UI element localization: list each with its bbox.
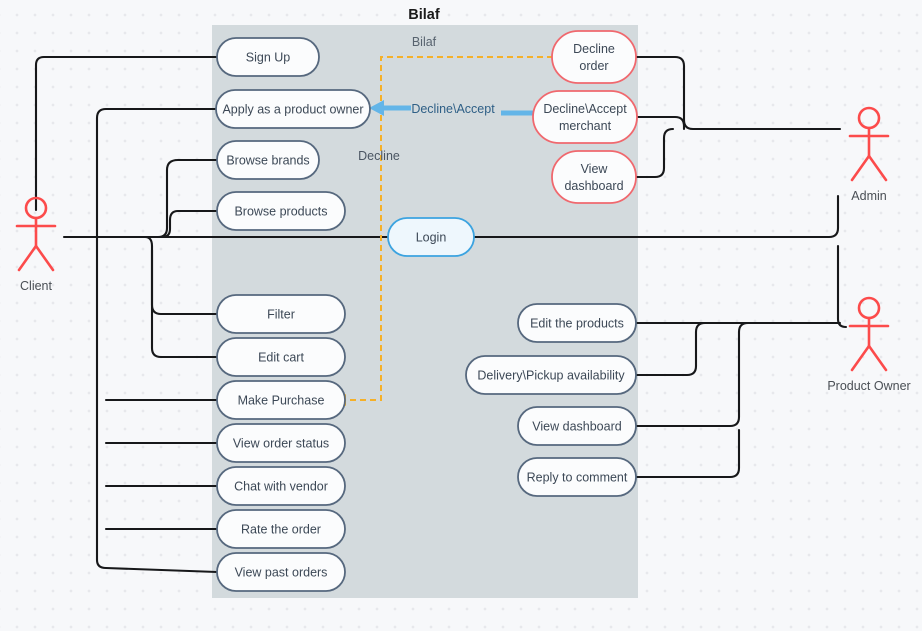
use-case-label: Delivery\Pickup availability <box>477 369 625 383</box>
use-case-shape <box>215 89 371 129</box>
actor-label: Product Owner <box>827 379 910 393</box>
use-case-shape <box>216 37 320 77</box>
use-case-shape <box>216 552 346 592</box>
use-case-browse-products[interactable]: Browse products <box>216 191 346 231</box>
use-case-make-purchase[interactable]: Make Purchase <box>216 380 346 420</box>
use-case-browse-brands[interactable]: Browse brands <box>216 140 320 180</box>
use-case-label: View order status <box>233 437 329 451</box>
use-case-chat-with-vendor[interactable]: Chat with vendor <box>216 466 346 506</box>
use-case-edit-cart[interactable]: Edit cart <box>216 337 346 377</box>
use-case-shape <box>387 217 475 257</box>
edge-label-decline-accept-label: Decline\Accept <box>411 102 495 116</box>
decline-accept-flow <box>369 100 533 116</box>
actor-product-owner[interactable]: Product Owner <box>827 296 911 393</box>
use-case-shape <box>517 457 637 497</box>
edge-label-decline-label: Decline <box>358 149 400 163</box>
edge-label-layer: Decline Decline\Accept <box>358 102 495 163</box>
login-connectors <box>472 194 848 329</box>
use-case-shape <box>216 466 346 506</box>
actor-leg-left <box>850 154 871 182</box>
use-case-shape <box>465 355 637 395</box>
use-case-apply-product-owner[interactable]: Apply as a product owner <box>215 89 371 129</box>
use-case-view-past-orders[interactable]: View past orders <box>216 552 346 592</box>
use-case-label: Filter <box>267 308 295 322</box>
actor-leg-left <box>17 244 38 272</box>
use-case-label: Rate the order <box>241 523 321 537</box>
actor-client[interactable]: Client <box>15 196 57 293</box>
use-case-shape <box>216 140 320 180</box>
use-case-rate-the-order[interactable]: Rate the order <box>216 509 346 549</box>
use-case-view-order-status[interactable]: View order status <box>216 423 346 463</box>
product-owner-connectors <box>634 321 842 479</box>
use-case-shape <box>216 509 346 549</box>
use-case-login[interactable]: Login <box>387 217 475 257</box>
use-case-label: Edit the products <box>530 317 624 331</box>
use-case-delivery-pickup[interactable]: Delivery\Pickup availability <box>465 355 637 395</box>
actor-admin[interactable]: Admin <box>848 106 890 203</box>
use-case-shape <box>532 90 638 144</box>
use-case-shape <box>216 294 346 334</box>
use-case-label: Reply to comment <box>527 471 628 485</box>
use-case-shape <box>216 337 346 377</box>
use-case-view-dashboard-po[interactable]: View dashboard <box>517 406 637 446</box>
use-case-sign-up[interactable]: Sign Up <box>216 37 320 77</box>
actor-label: Client <box>20 279 52 293</box>
use-case-label: View dashboard <box>532 420 621 434</box>
client-connectors <box>34 55 390 574</box>
use-case-shape <box>551 30 637 84</box>
diagram-title: Bilaf <box>408 7 440 23</box>
use-case-shape <box>517 406 637 446</box>
use-case-edit-the-products[interactable]: Edit the products <box>517 303 637 343</box>
actor-head-icon <box>857 106 881 130</box>
actor-leg-right <box>34 244 55 272</box>
use-case-label: View past orders <box>235 566 328 580</box>
use-case-label: Apply as a product owner <box>222 103 363 117</box>
admin-connectors <box>634 55 842 179</box>
actor-head-icon <box>857 296 881 320</box>
use-case-shape <box>216 191 346 231</box>
use-case-label: Browse products <box>234 205 327 219</box>
use-case-label: Edit cart <box>258 351 304 365</box>
actor-leg-right <box>867 344 888 372</box>
use-case-label: Chat with vendor <box>234 480 328 494</box>
actor-leg-left <box>850 344 871 372</box>
use-case-shape <box>216 423 346 463</box>
use-case-label: Login <box>416 231 447 245</box>
actor-label: Admin <box>851 189 886 203</box>
actor-leg-right <box>867 154 888 182</box>
use-case-shape <box>216 380 346 420</box>
use-case-filter[interactable]: Filter <box>216 294 346 334</box>
use-case-label: Make Purchase <box>238 394 325 408</box>
use-case-shape <box>551 150 637 204</box>
use-case-reply-to-comment[interactable]: Reply to comment <box>517 457 637 497</box>
use-case-label: Browse brands <box>226 154 309 168</box>
use-case-shape <box>517 303 637 343</box>
boundary-label: Bilaf <box>412 35 437 49</box>
use-case-label: Sign Up <box>246 51 291 65</box>
